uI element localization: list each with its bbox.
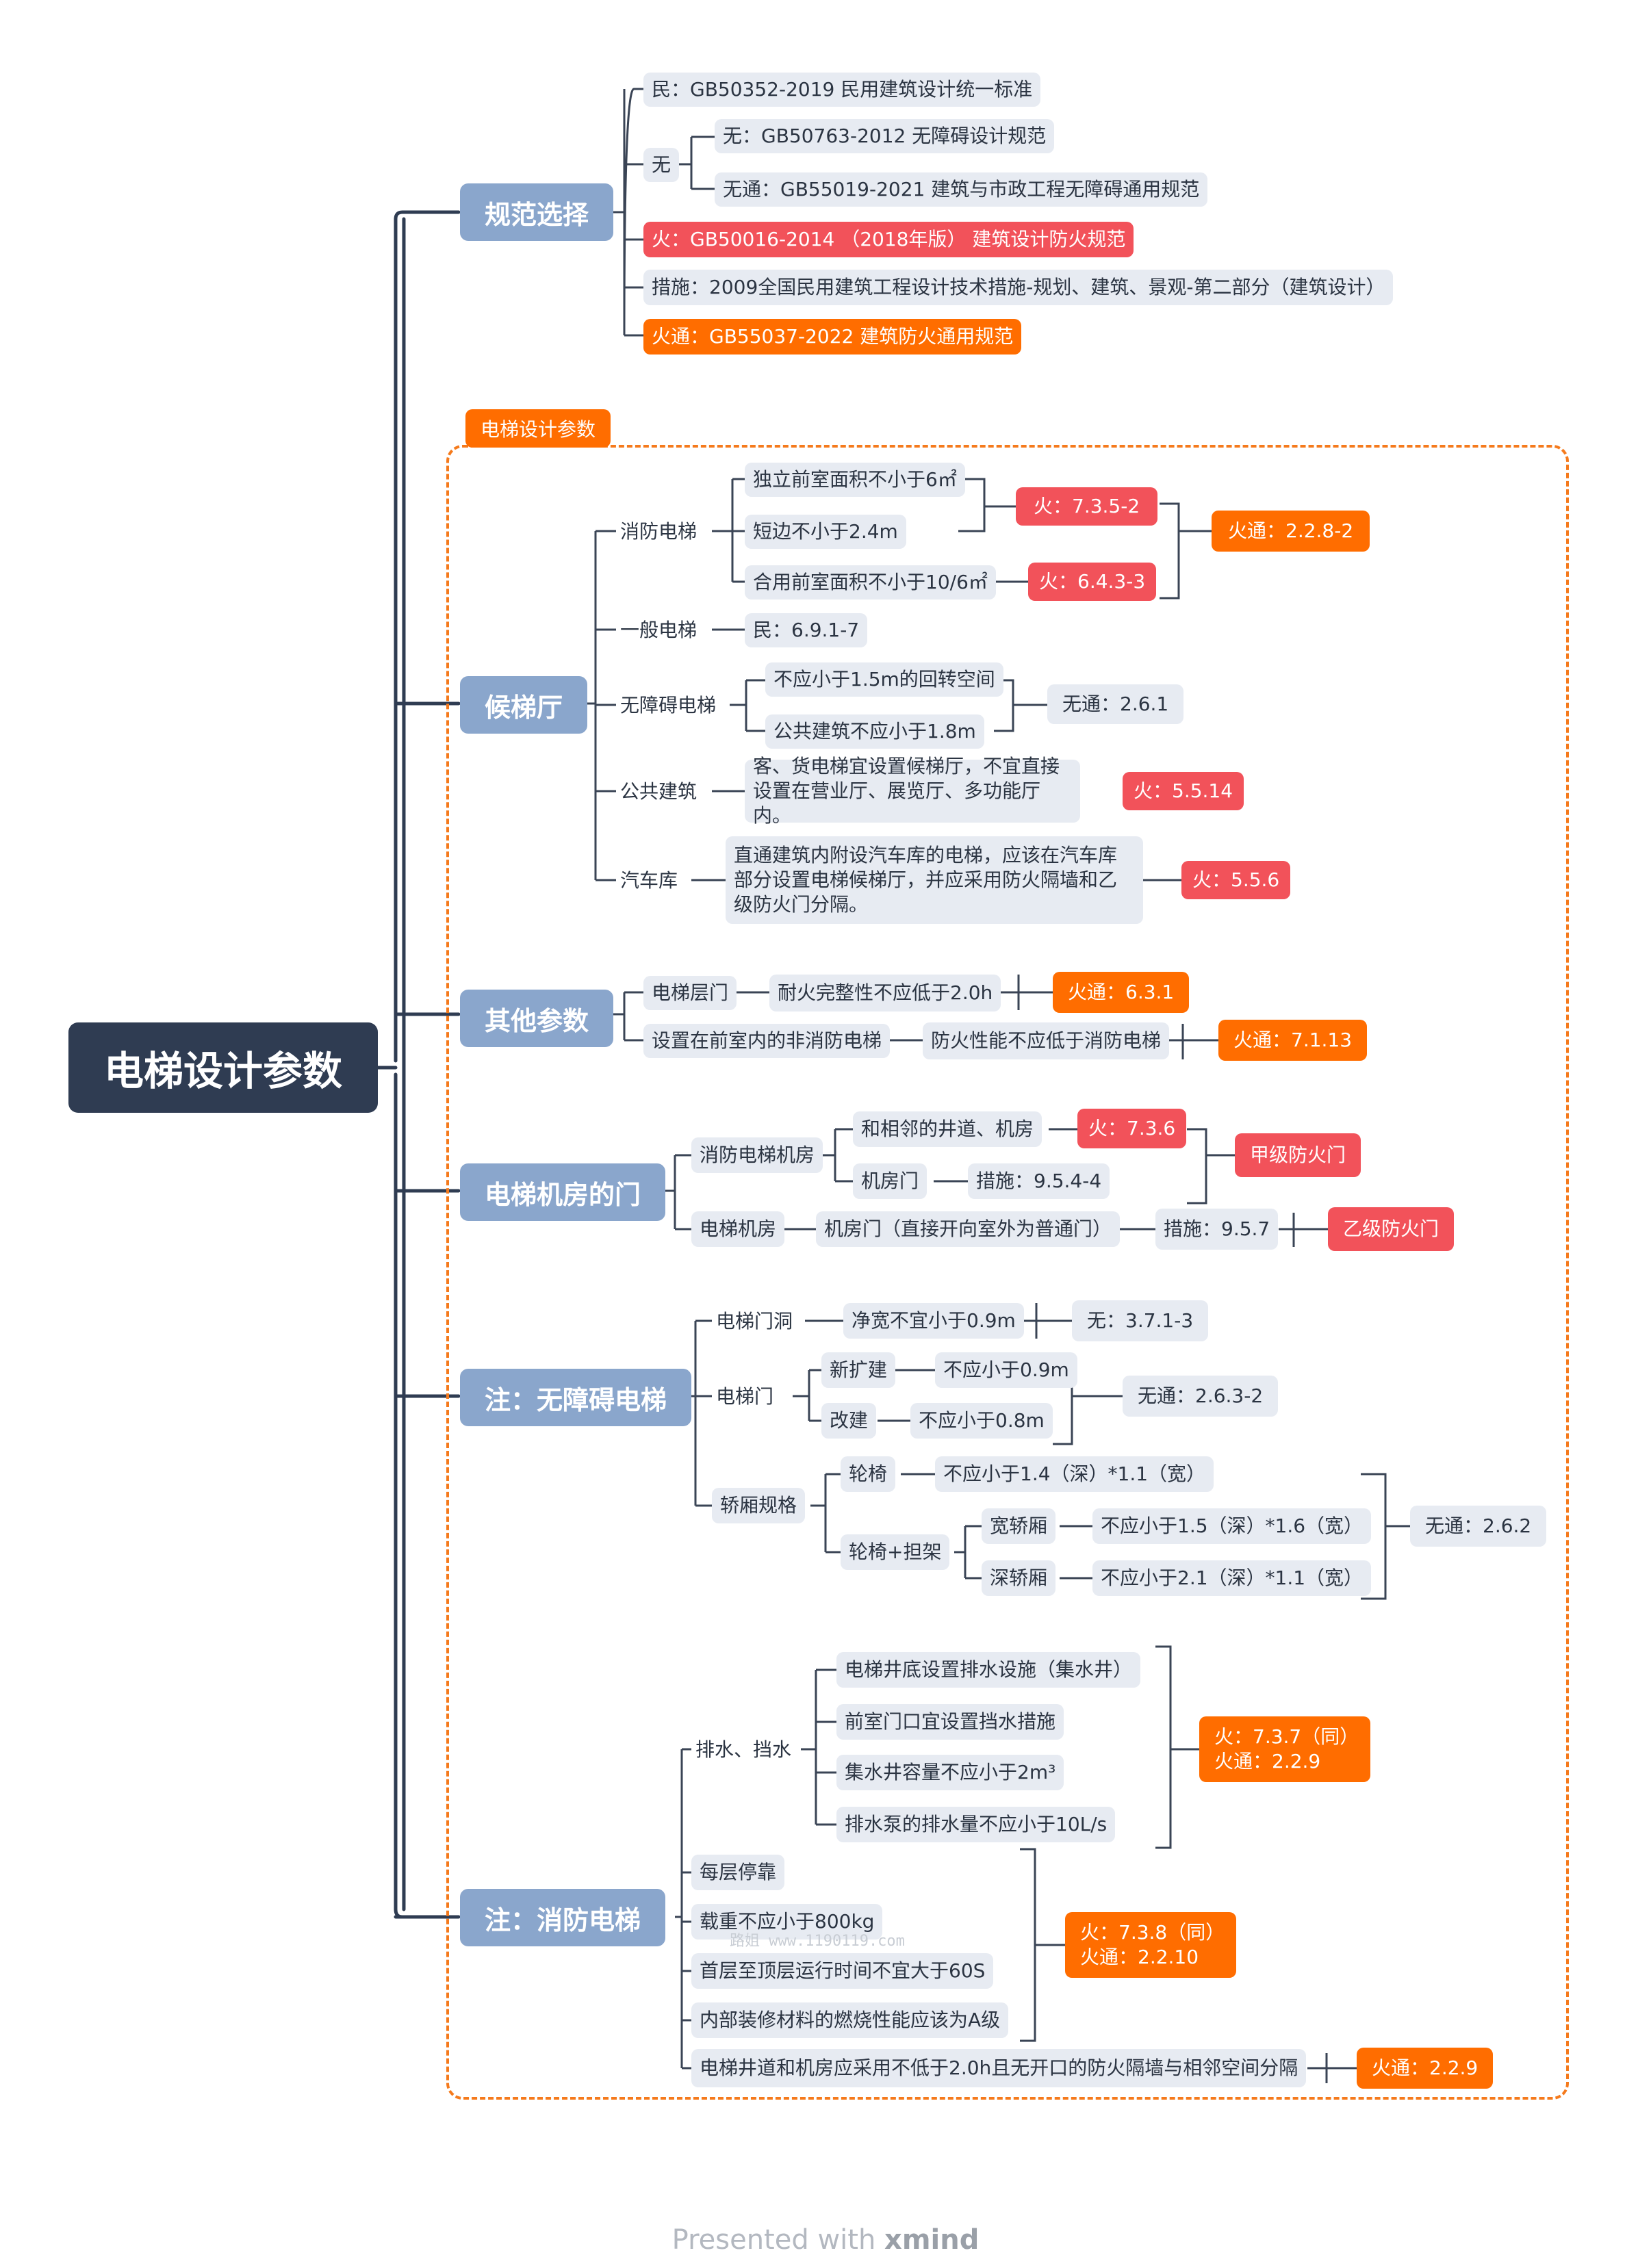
lobby-garage[interactable]: 汽车库 (620, 869, 678, 892)
acc-deep-text[interactable]: 不应小于2.1（深）*1.1（宽） (1092, 1560, 1372, 1596)
other-door[interactable]: 电梯层门 (643, 976, 737, 1010)
fe-d4[interactable]: 排水泵的排水量不应小于10L/s (836, 1807, 1116, 1842)
topic-lobby[interactable]: 候梯厅 (460, 676, 588, 734)
lobby-public-text[interactable]: 客、货电梯宜设置候梯厅，不宜直接设置在营业厅、展览厅、多功能厅内。 (745, 755, 1080, 827)
lobby-public-ref[interactable]: 火：5.5.14 (1123, 772, 1244, 810)
std-cuoshi[interactable]: 措施：2009全国民用建筑工程设计技术措施-规划、建筑、景观-第二部分（建筑设计… (643, 270, 1394, 305)
lobby-accessible[interactable]: 无障碍电梯 (620, 694, 717, 717)
other-nonfire-ref[interactable]: 火通：7.1.13 (1218, 1020, 1368, 1061)
other-door-text[interactable]: 耐火完整性不应低于2.0h (769, 975, 1001, 1011)
acc-stretcher[interactable]: 轮椅+担架 (841, 1534, 950, 1570)
acc-wide[interactable]: 宽轿厢 (982, 1508, 1056, 1544)
acc-opening-text[interactable]: 净宽不宜小于0.9m (843, 1303, 1024, 1339)
std-wu2[interactable]: 无通：GB55019-2021 建筑与市政工程无障碍通用规范 (715, 172, 1208, 207)
mr-fire-room[interactable]: 消防电梯机房 (691, 1137, 823, 1173)
lobby-a2[interactable]: 公共建筑不应小于1.8m (765, 714, 984, 749)
fe-drain-ref-2: 火通：2.2.9 (1214, 1750, 1321, 1773)
acc-door[interactable]: 电梯门 (716, 1385, 774, 1408)
fe-shaft[interactable]: 电梯井道和机房应采用不低于2.0h且无开口的防火隔墙与相邻空间分隔 (691, 2049, 1307, 2087)
std-huo[interactable]: 火：GB50016-2014 （2018年版） 建筑设计防火规范 (643, 222, 1134, 257)
fe-drain[interactable]: 排水、挡水 (695, 1738, 792, 1761)
topic-accessible-elevator[interactable]: 注：无障碍电梯 (460, 1369, 692, 1426)
std-min[interactable]: 民：GB50352-2019 民用建筑设计统一标准 (643, 73, 1041, 107)
acc-car[interactable]: 轿厢规格 (712, 1488, 806, 1523)
acc-new[interactable]: 新扩建 (821, 1352, 896, 1388)
xmind-logo: xmind (884, 2224, 980, 2256)
fe-shaft-ref[interactable]: 火通：2.2.9 (1357, 2048, 1494, 2089)
fe-material-ref-2: 火通：2.2.10 (1080, 1946, 1199, 1968)
boundary-title[interactable]: 电梯设计参数 (465, 409, 611, 448)
lobby-f12-ref[interactable]: 火：7.3.5-2 (1016, 487, 1158, 526)
lobby-f1[interactable]: 独立前室面积不小于6㎡ (745, 463, 965, 497)
root-topic[interactable]: 电梯设计参数 (68, 1022, 378, 1113)
acc-car-ref[interactable]: 无通：2.6.2 (1410, 1506, 1547, 1547)
acc-wheelchair[interactable]: 轮椅 (841, 1456, 896, 1492)
mr-room-text[interactable]: 机房门（直接开向室外为普通门） (816, 1211, 1121, 1247)
mr-grade-a[interactable]: 甲级防火门 (1235, 1133, 1361, 1177)
lobby-fire-ref[interactable]: 火通：2.2.8-2 (1212, 511, 1370, 552)
watermark: 路姐 www.1190119.com (730, 1933, 905, 1950)
acc-door-ref[interactable]: 无通：2.6.3-2 (1123, 1376, 1279, 1417)
fe-material-ref-1: 火：7.3.8（同） (1080, 1921, 1225, 1944)
topic-standards[interactable]: 规范选择 (460, 183, 614, 241)
lobby-fire-elevator[interactable]: 消防电梯 (620, 520, 697, 543)
lobby-f3-ref[interactable]: 火：6.4.3-3 (1028, 563, 1157, 601)
footer: Presented with xmind (0, 2224, 1651, 2256)
fe-d2[interactable]: 前室门口宜设置挡水措施 (836, 1704, 1064, 1740)
lobby-access-ref[interactable]: 无通：2.6.1 (1047, 684, 1184, 724)
acc-opening-ref[interactable]: 无：3.7.1-3 (1072, 1300, 1209, 1341)
lobby-garage-text[interactable]: 直通建筑内附设汽车库的电梯，应该在汽车库部分设置电梯候梯厅，并应采用防火隔墙和乙… (726, 836, 1143, 924)
lobby-f3[interactable]: 合用前室面积不小于10/6㎡ (745, 565, 996, 600)
topic-machine-room-door[interactable]: 电梯机房的门 (460, 1163, 666, 1221)
lobby-public[interactable]: 公共建筑 (620, 780, 697, 803)
acc-deep[interactable]: 深轿厢 (982, 1560, 1056, 1596)
mr-adj-ref[interactable]: 火：7.3.6 (1077, 1109, 1187, 1148)
fe-drain-ref[interactable]: 火：7.3.7（同） 火通：2.2.9 (1199, 1716, 1370, 1782)
fe-material[interactable]: 内部装修材料的燃烧性能应该为A级 (691, 2002, 1009, 2038)
acc-wheelchair-text[interactable]: 不应小于1.4（深）*1.1（宽） (935, 1456, 1214, 1492)
topic-other[interactable]: 其他参数 (460, 990, 614, 1047)
mr-adj[interactable]: 和相邻的井道、机房 (853, 1111, 1042, 1147)
mr-roomdoor-ref[interactable]: 措施：9.5.4-4 (968, 1163, 1110, 1199)
fe-drain-ref-1: 火：7.3.7（同） (1214, 1725, 1359, 1748)
lobby-general[interactable]: 一般电梯 (620, 619, 697, 641)
other-nonfire-text[interactable]: 防火性能不应低于消防电梯 (923, 1022, 1170, 1059)
lobby-a1[interactable]: 不应小于1.5m的回转空间 (765, 662, 1003, 697)
std-wu1[interactable]: 无：GB50763-2012 无障碍设计规范 (715, 119, 1055, 153)
lobby-general-ref[interactable]: 民：6.9.1-7 (745, 613, 868, 647)
fe-d3[interactable]: 集水井容量不应小于2m³ (836, 1755, 1064, 1790)
mr-grade-b[interactable]: 乙级防火门 (1328, 1207, 1455, 1251)
other-door-ref[interactable]: 火通：6.3.1 (1053, 972, 1190, 1013)
fe-material-ref[interactable]: 火：7.3.8（同） 火通：2.2.10 (1065, 1912, 1236, 1978)
acc-reno-text[interactable]: 不应小于0.8m (910, 1403, 1053, 1439)
boundary-frame (446, 445, 1569, 2100)
mr-room[interactable]: 电梯机房 (691, 1211, 785, 1247)
other-nonfire[interactable]: 设置在前室内的非消防电梯 (643, 1024, 891, 1058)
mr-roomdoor[interactable]: 机房门 (853, 1163, 927, 1199)
topic-fire-elevator[interactable]: 注：消防电梯 (460, 1889, 666, 1946)
acc-reno[interactable]: 改建 (821, 1403, 877, 1439)
fe-time[interactable]: 首层至顶层运行时间不宜大于60S (691, 1953, 994, 1989)
footer-text: Presented with (671, 2224, 876, 2256)
std-wu[interactable]: 无 (643, 148, 680, 182)
fe-load[interactable]: 载重不应小于800kg (691, 1904, 883, 1940)
lobby-f2[interactable]: 短边不小于2.4m (745, 515, 906, 549)
mr-room-ref[interactable]: 措施：9.5.7 (1155, 1209, 1279, 1250)
fe-d1[interactable]: 电梯井底设置排水设施（集水井） (836, 1652, 1141, 1688)
lobby-garage-ref[interactable]: 火：5.5.6 (1181, 861, 1291, 899)
acc-new-text[interactable]: 不应小于0.9m (935, 1352, 1077, 1388)
fe-stop[interactable]: 每层停靠 (691, 1855, 785, 1890)
acc-opening[interactable]: 电梯门洞 (716, 1310, 793, 1332)
std-huotong[interactable]: 火通：GB55037-2022 建筑防火通用规范 (643, 319, 1022, 355)
acc-wide-text[interactable]: 不应小于1.5（深）*1.6（宽） (1092, 1508, 1372, 1544)
